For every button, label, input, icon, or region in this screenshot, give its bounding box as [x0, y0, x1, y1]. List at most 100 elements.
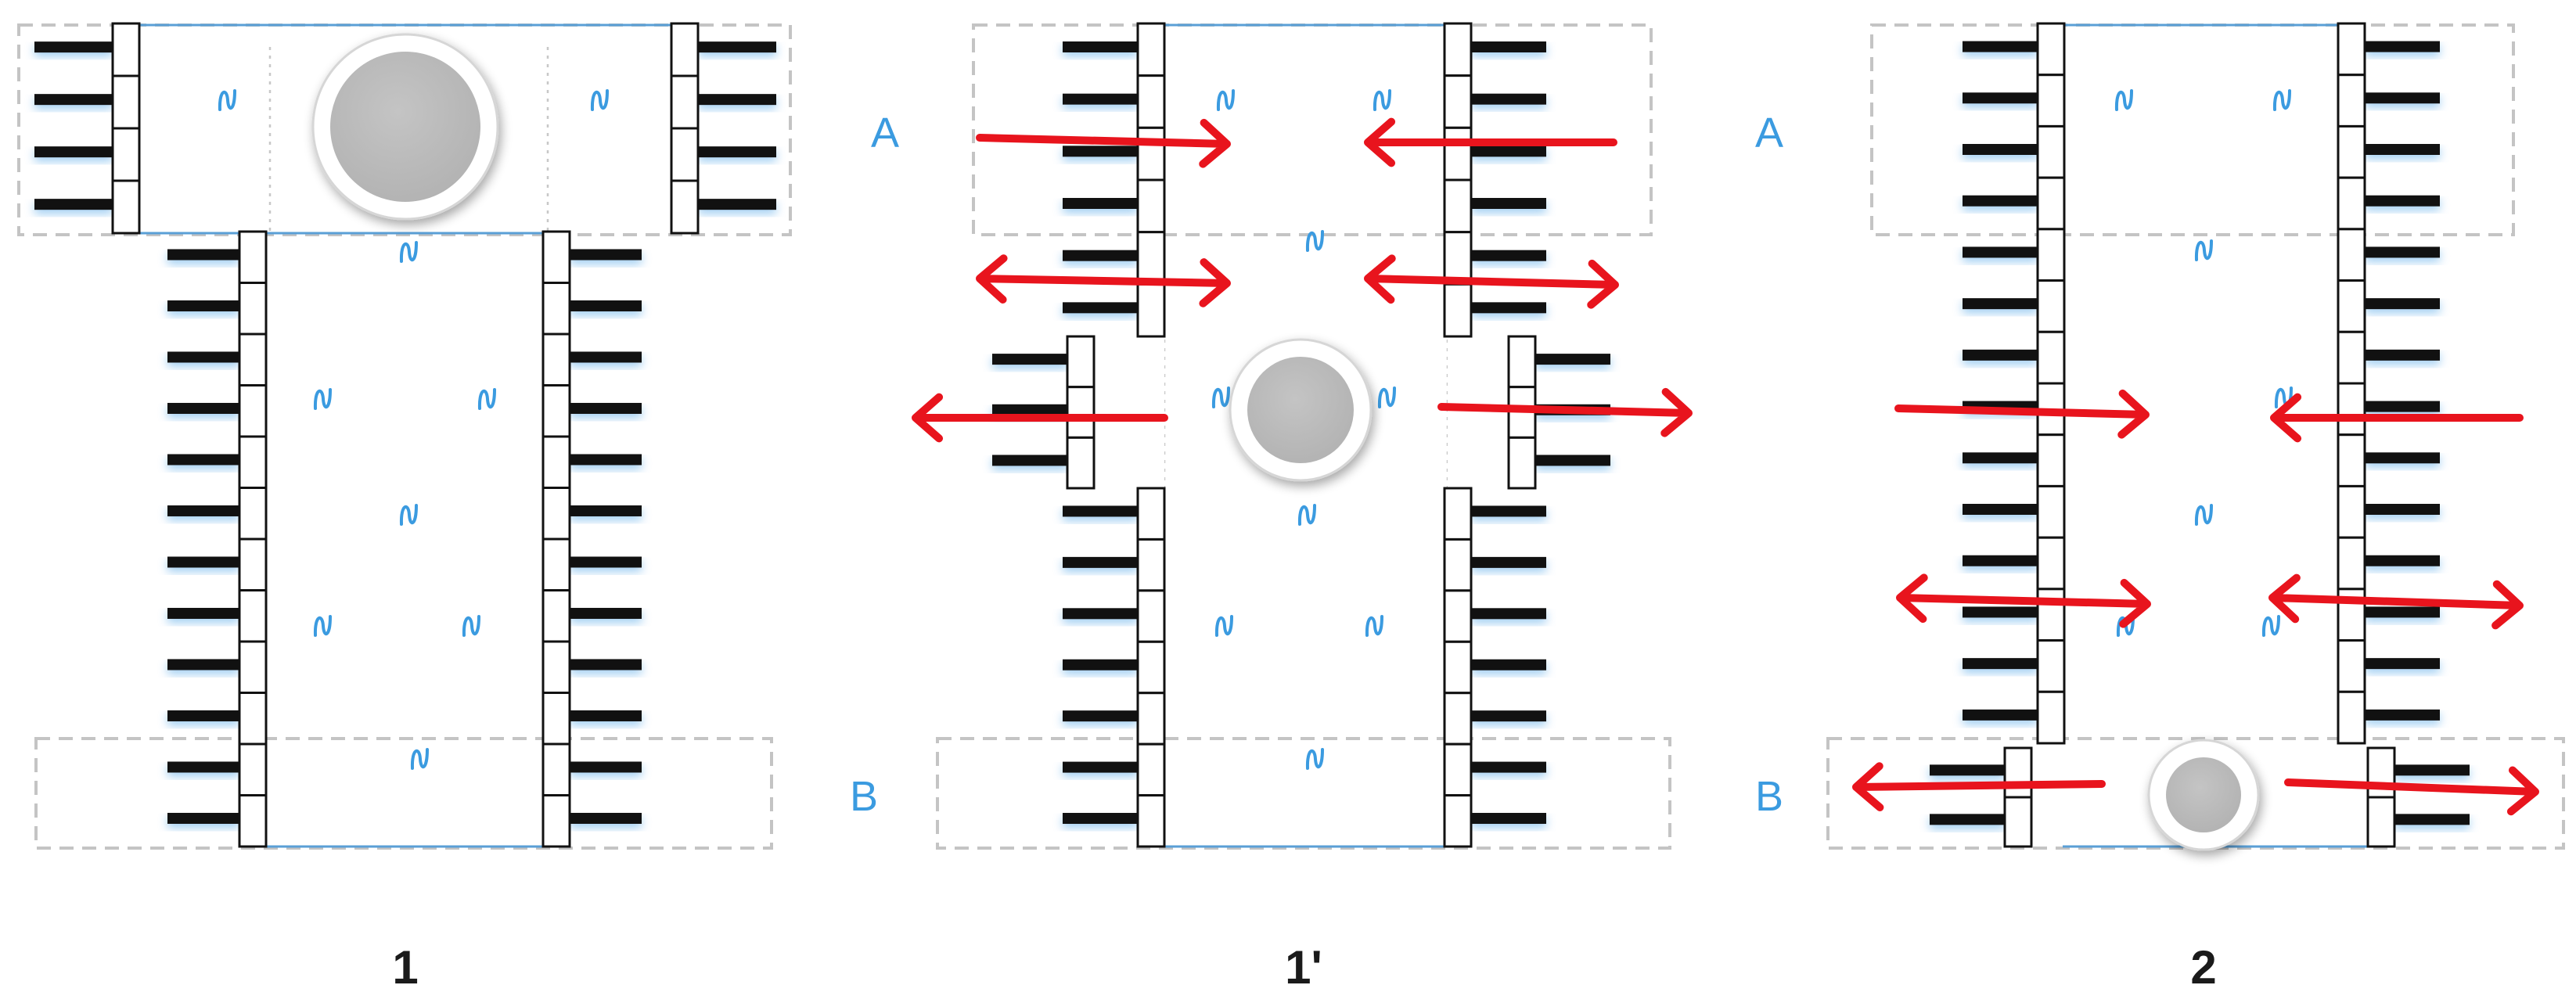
panel-1p-comb-mid-right-cell	[1507, 436, 1537, 490]
panel-2-comb-left-tooth	[1963, 504, 2038, 515]
panel-1p-notch-right	[1448, 336, 1509, 488]
panel-1p-comb-top-left-tooth	[1063, 198, 1138, 209]
panel-1p-comb-top-right-cell	[1443, 178, 1473, 234]
panel-1p-particle	[1247, 357, 1354, 463]
panel-1p-wave-0	[1216, 89, 1235, 111]
panel-2-comb-left-tooth	[1963, 349, 2038, 361]
panel-1-comb-top-left-tooth	[34, 94, 113, 106]
panel-1p-comb-bottom-left-tooth	[1063, 813, 1138, 825]
panel-2-comb-right-tooth	[2365, 709, 2440, 721]
panel-1-wave-0	[218, 89, 236, 111]
panel-1p-comb-top-left-cell	[1136, 74, 1166, 129]
panel-1-comb-right-cell	[541, 794, 571, 848]
panel-1p-wave-4	[1377, 386, 1396, 408]
panel-2-wave-0	[2114, 89, 2133, 111]
panel-1-comb-right-tooth	[570, 607, 642, 619]
panel-1-comb-top-left-cell	[111, 74, 141, 130]
panel-1-comb-left-cell	[238, 640, 268, 694]
panel-1p-comb-mid-right-cell	[1507, 335, 1537, 389]
panel-2-arrow-b-right	[2284, 766, 2539, 816]
panel-1-zone-b	[34, 737, 773, 850]
panel-1-comb-right-tooth	[570, 710, 642, 721]
particles	[311, 33, 2260, 851]
panel-1p-comb-top-right-cell	[1443, 22, 1473, 77]
panel-1-comb-top-left-cell	[111, 127, 141, 182]
panel-2-wave-6	[2261, 615, 2280, 637]
panel-1-comb-right-tooth	[570, 300, 642, 311]
panel-1-comb-right-tooth	[570, 556, 642, 568]
panel-1-comb-top-left-tooth	[34, 146, 113, 158]
panel-1-comb-right-cell	[541, 384, 571, 438]
panel-2-comb-right-cell	[2337, 74, 2366, 128]
panel-1p-comb-mid-left-cell	[1066, 386, 1096, 439]
panel-1-comb-top-right-tooth	[698, 146, 776, 158]
panel-1p-comb-bottom-left-tooth	[1063, 556, 1138, 568]
panel-1-comb-left-tooth	[167, 761, 239, 773]
panel-1-comb-top-left-tooth	[34, 199, 113, 210]
panel-2-comb-left-cell	[2036, 690, 2066, 745]
labels: A B A B 1 1' 2	[392, 110, 2216, 994]
panel-2-comb-left-cell	[2036, 124, 2066, 179]
panel-1-comb-left-cell	[238, 435, 268, 489]
panel-2-comb-left-cell	[2036, 433, 2066, 487]
panel-1p-wave-7	[1365, 615, 1383, 637]
panel-1-wave-4	[477, 388, 496, 410]
panel-2-comb-b-right-tooth	[2394, 814, 2470, 825]
panel-2-comb-left-tooth	[1963, 41, 2038, 52]
panel-1p-comb-top-left-tooth	[1063, 250, 1138, 261]
panel-1p-comb-bottom-left-tooth	[1063, 761, 1138, 773]
panel-2-arrow-lower-right	[2268, 573, 2524, 630]
panel-1-wave-7	[462, 615, 480, 637]
panel-1-comb-top-right-tooth	[698, 94, 776, 106]
panel-2-arrow-b-left	[1852, 762, 2106, 811]
panel-1p-comb-top-right-tooth	[1471, 250, 1546, 261]
panel-1p-wave-2	[1305, 230, 1324, 252]
panel-1p-comb-bottom-left-cell	[1136, 537, 1166, 592]
panel-1-comb-left-tooth	[167, 556, 239, 568]
panel-1p-comb-top-right-tooth	[1471, 146, 1546, 157]
panel-1-comb-left-tooth	[167, 505, 239, 516]
panel-2-comb-left-cell	[2036, 228, 2066, 282]
panel-1-wave-8	[410, 748, 429, 770]
panel-1-comb-top-right-cell	[670, 74, 700, 130]
panel-1p-arrow-top-left	[976, 118, 1231, 168]
panel-1p-comb-top-right-cell	[1443, 282, 1473, 338]
panel-1-comb-top-right-tooth	[698, 199, 776, 210]
panel-2-comb-left-tooth	[1963, 555, 2038, 566]
panel-1-comb-right-cell	[541, 487, 571, 541]
panel-1p-comb-bottom-right-cell	[1443, 589, 1473, 643]
panel-1-comb-top-left-cell	[111, 22, 141, 77]
panel-2-comb-right-cell	[2337, 382, 2366, 437]
panel-1p-comb-bottom-right-cell	[1443, 640, 1473, 695]
panel-2-particle	[2166, 757, 2241, 832]
panel-2-comb-right-cell	[2337, 228, 2366, 282]
panel-2-arrow-lower-left	[1896, 573, 2151, 628]
panel-1p-zone-b	[936, 737, 1671, 850]
panel-1-comb-right-tooth	[570, 761, 642, 773]
panel-2-comb-left-cell	[2036, 639, 2066, 693]
panel-1p-wave-1	[1373, 89, 1391, 111]
panel-1p-comb-top-right-tooth	[1471, 41, 1546, 52]
panel-1p-comb-bottom-right-tooth	[1471, 710, 1546, 722]
panel-1p-comb-bottom-right-tooth	[1471, 608, 1546, 620]
panel-1-wave-2	[399, 241, 418, 263]
panel-1-comb-right-cell	[541, 230, 571, 284]
panel-2-comb-left-cell	[2036, 330, 2066, 385]
panel-1p-arrow-low-left	[912, 393, 1168, 443]
panel-1p-notch-left	[1094, 336, 1164, 488]
electrode-combs	[34, 41, 2470, 829]
panel-1-comb-left-cell	[238, 794, 268, 848]
panel-1-wave-5	[399, 504, 418, 526]
panel-1-comb-top-right-cell	[670, 22, 700, 77]
panel-1p-comb-bottom-right-tooth	[1471, 761, 1546, 773]
panel-1p-comb-top-left-tooth	[1063, 302, 1138, 314]
panel-1-comb-right-tooth	[570, 249, 642, 261]
panel-1p-wave-5	[1297, 504, 1316, 526]
panel-2-comb-left-tooth	[1963, 452, 2038, 464]
panel-1p-comb-top-left-tooth	[1063, 93, 1138, 105]
panel-1-comb-left-tooth	[167, 812, 239, 824]
panel-1p-comb-mid-left-tooth	[992, 404, 1067, 415]
panel-1-comb-right-cell	[541, 435, 571, 489]
panel-1p-comb-mid-left-cell	[1066, 436, 1096, 490]
panel-2-comb-right-tooth	[2365, 41, 2440, 52]
